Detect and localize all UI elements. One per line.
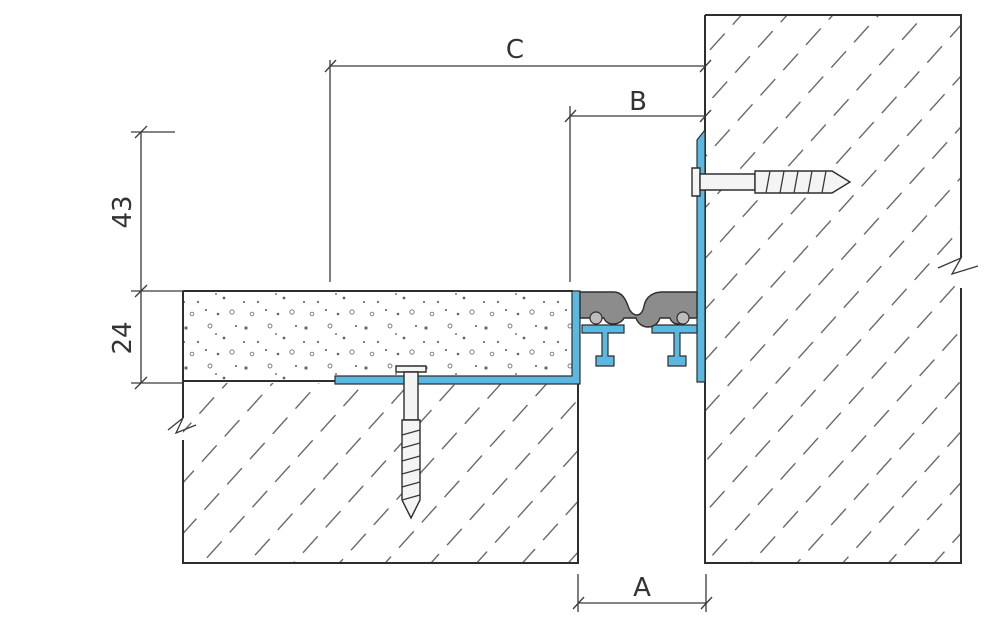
horizontal-anchor [691, 167, 852, 197]
dimension-b: B [564, 87, 712, 282]
dimension-c: C [324, 35, 712, 282]
dimension-height-lower-label: 24 [108, 321, 138, 354]
screed-layer [182, 290, 573, 383]
elastic-insert [579, 291, 698, 328]
vertical-anchor [395, 365, 427, 520]
dimension-height-upper-label: 43 [108, 195, 138, 228]
dimension-height: 43 24 [108, 125, 183, 390]
left-concrete-slab [167, 383, 579, 564]
dimension-b-label: B [629, 87, 647, 117]
dimension-a-label: A [633, 573, 651, 603]
dimension-a: A [572, 573, 713, 612]
left-profile [334, 290, 625, 385]
dimension-c-label: C [506, 35, 524, 65]
right-wall [704, 14, 979, 564]
